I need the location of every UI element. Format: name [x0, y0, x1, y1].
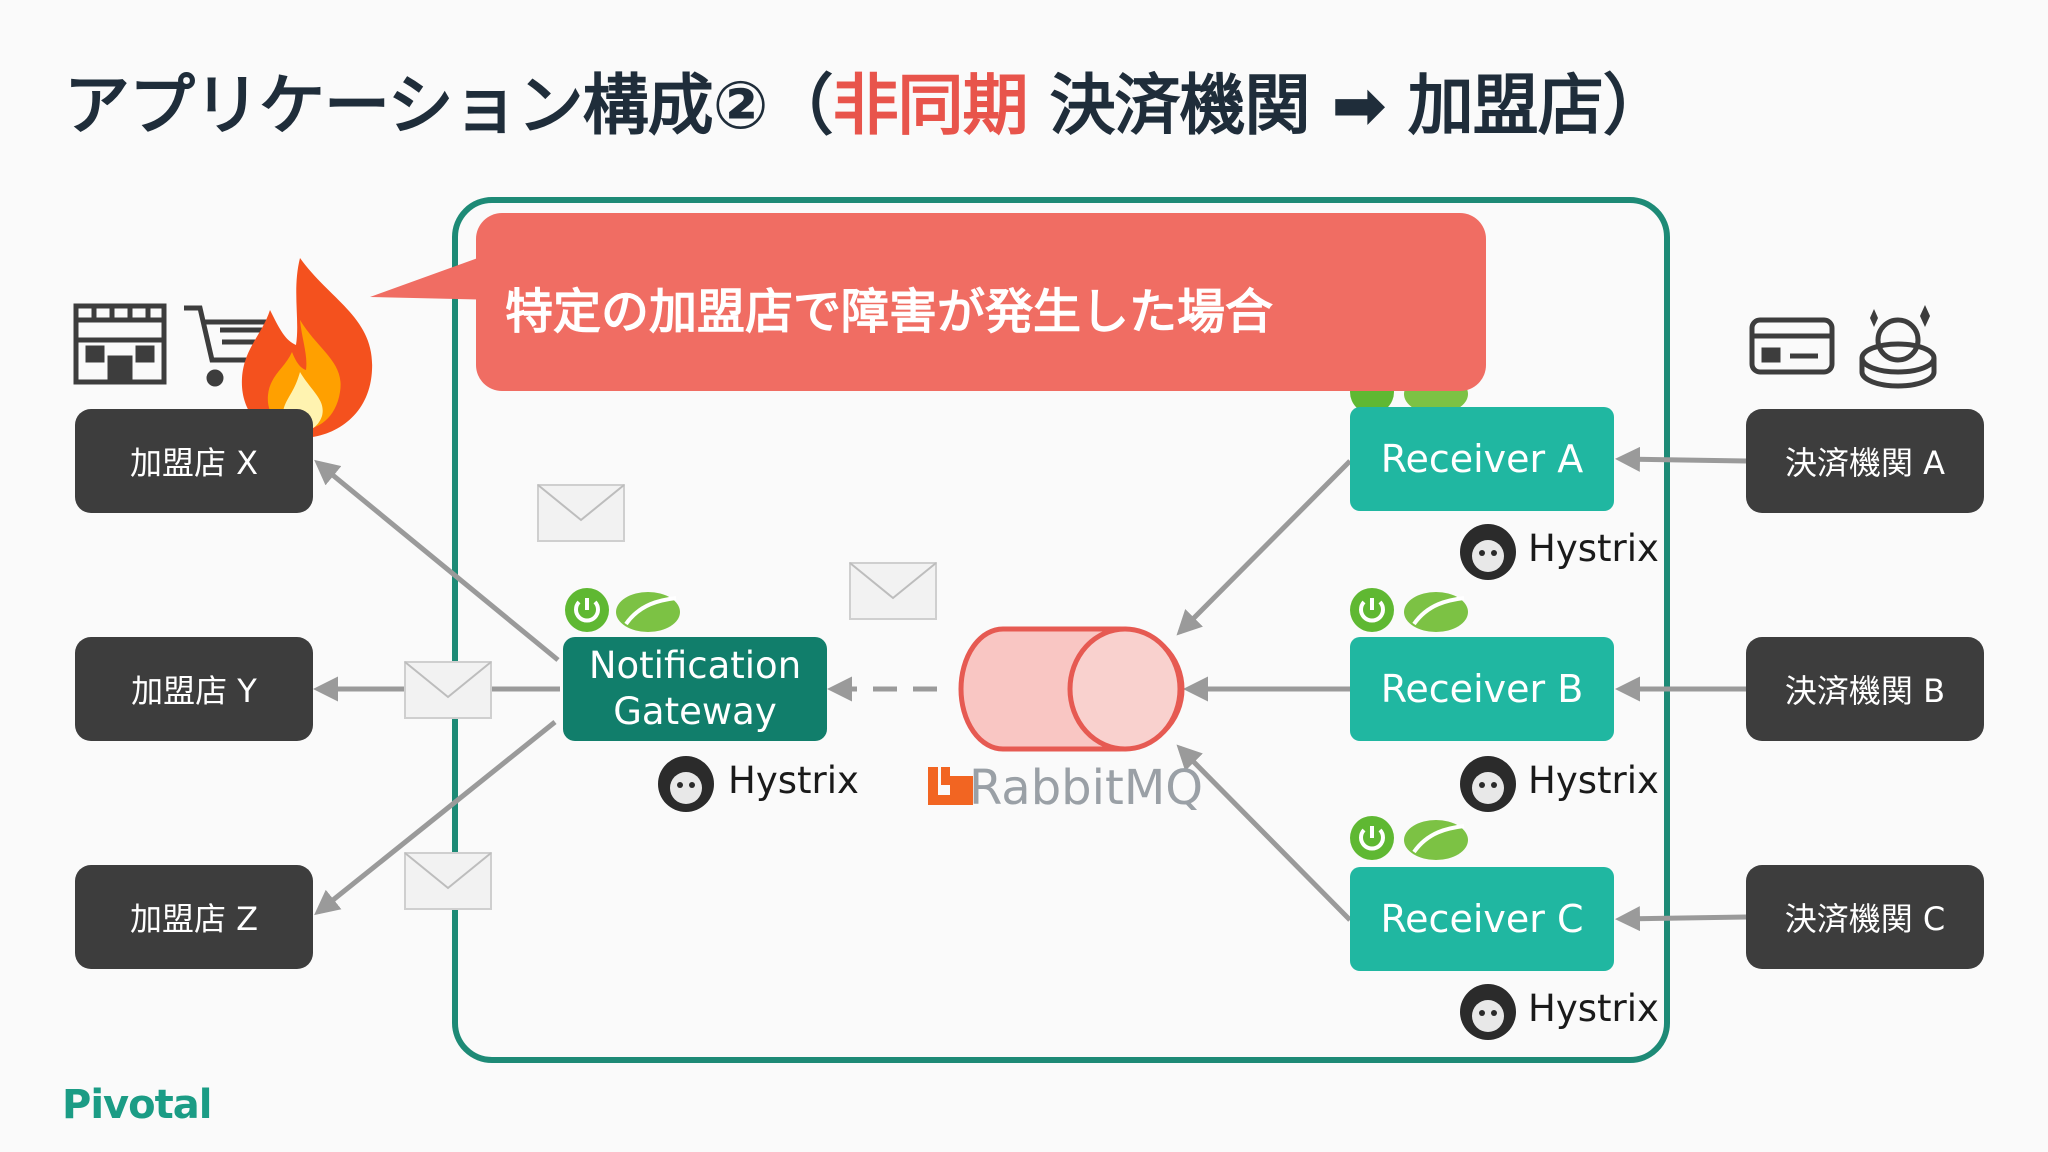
- receiver-a-label: Receiver A: [1380, 437, 1584, 481]
- envelope-icon: [404, 661, 492, 719]
- institution-a-label: 決済機関 A: [1784, 444, 1946, 482]
- store-icon: [73, 303, 167, 385]
- title-highlight: 非同期: [832, 67, 1029, 144]
- receiver-a-box: Receiver A: [1350, 407, 1614, 511]
- rabbitmq-label: RabbitMQ: [969, 760, 1203, 816]
- spring-leaf-icon: [616, 592, 680, 632]
- envelope-icon: [849, 562, 937, 620]
- arrow-inst-a-to-receiver: [1615, 446, 1747, 472]
- spring-leaf-icon: [1404, 820, 1468, 860]
- receiver-c-hystrix-label: Hystrix: [1528, 987, 1659, 1030]
- envelope-icon: [404, 852, 492, 910]
- hystrix-icon: [658, 756, 714, 812]
- callout-text: 特定の加盟店で障害が発生した場合: [505, 284, 1274, 340]
- arrow-gateway-to-x: [314, 459, 560, 662]
- notification-gateway-box: Notification Gateway: [563, 637, 827, 741]
- gateway-line2: Gateway: [613, 690, 777, 733]
- card-icon: [1749, 317, 1835, 375]
- arrow-gateway-to-z: [314, 720, 557, 916]
- institution-b-box: 決済機関 B: [1746, 637, 1984, 741]
- pivotal-logo: Pivotal: [62, 1082, 212, 1128]
- spring-leaf-icon: [1404, 592, 1468, 632]
- callout-tail: [370, 250, 500, 300]
- arrow-receiver-a-to-rabbit: [1176, 459, 1352, 636]
- title-prefix: アプリケーション構成②（: [64, 67, 834, 144]
- rabbitmq-prefix: Rabbit: [969, 760, 1124, 816]
- receiver-b-label: Receiver B: [1380, 667, 1584, 711]
- arrow-inst-c-to-receiver: [1615, 906, 1747, 932]
- envelope-icon: [537, 484, 625, 542]
- merchant-x-label: 加盟店 X: [129, 444, 259, 482]
- institution-c-label: 決済機関 C: [1784, 900, 1946, 938]
- rabbitmq-queue-icon: [958, 626, 1185, 752]
- hystrix-icon: [1460, 984, 1516, 1040]
- merchant-x-box: 加盟店 X: [75, 409, 313, 513]
- rabbitmq-suffix: MQ: [1123, 760, 1204, 816]
- gateway-line1: Notification: [588, 644, 802, 687]
- gateway-hystrix-label: Hystrix: [728, 759, 859, 802]
- receiver-b-box: Receiver B: [1350, 637, 1614, 741]
- hystrix-icon: [1460, 756, 1516, 812]
- spring-power-icon: [1350, 588, 1394, 632]
- institution-c-box: 決済機関 C: [1746, 865, 1984, 969]
- page-title: アプリケーション構成②（非同期 決済機関 ➡ 加盟店）: [64, 52, 1669, 148]
- system-boundary: [452, 197, 1670, 1063]
- merchant-y-label: 加盟店 Y: [131, 672, 257, 710]
- spring-power-icon: [565, 588, 609, 632]
- receiver-c-box: Receiver C: [1350, 867, 1614, 971]
- institution-b-label: 決済機関 B: [1784, 672, 1946, 710]
- receiver-c-label: Receiver C: [1380, 897, 1584, 941]
- merchant-z-box: 加盟店 Z: [75, 865, 313, 969]
- institution-a-box: 決済機関 A: [1746, 409, 1984, 513]
- coins-icon: [1859, 305, 1937, 389]
- merchant-z-label: 加盟店 Z: [129, 900, 259, 938]
- rabbitmq-logo: [928, 767, 973, 805]
- receiver-a-hystrix-label: Hystrix: [1528, 527, 1659, 570]
- merchant-y-box: 加盟店 Y: [75, 637, 313, 741]
- spring-power-icon: [1350, 816, 1394, 860]
- hystrix-icon: [1460, 524, 1516, 580]
- arrow-receiver-c-to-rabbit: [1176, 744, 1352, 922]
- title-suffix: 決済機関 ➡ 加盟店）: [1027, 67, 1669, 144]
- incident-callout: [476, 213, 1486, 391]
- receiver-b-hystrix-label: Hystrix: [1528, 759, 1659, 802]
